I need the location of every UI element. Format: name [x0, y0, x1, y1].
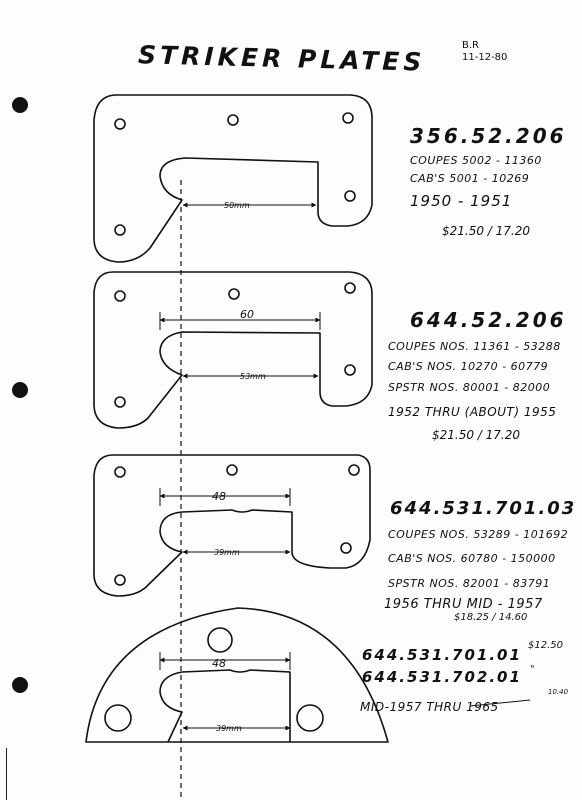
serial-range: COUPES 5002 - 11360 [410, 154, 542, 167]
plate-3-hole [340, 542, 352, 554]
price-note: $21.50 / 17.20 [442, 224, 531, 238]
plate-4-outline [85, 607, 389, 743]
year-range: MID-1957 THRU 1965 [360, 700, 499, 714]
author-initials: B.R 11-12-80 [462, 40, 507, 64]
plate-4-hole [296, 704, 324, 732]
serial-range: SPSTR NOS. 80001 - 82000 [388, 381, 551, 394]
dim-label-plate-4-bottom: 39mm [216, 724, 242, 733]
dim-label-plate-3-bottom: 39mm [214, 548, 240, 557]
part-number-4a: 644.531.701.01 [362, 646, 522, 664]
binder-hole-top [12, 97, 28, 113]
dim-label-plate-2-bottom: 53mm [240, 372, 266, 381]
plate-1-outline [93, 94, 373, 263]
part-number-3: 644.531.701.03 [390, 498, 577, 519]
dim-label-plate-2-top: 60 [240, 308, 254, 321]
plate-2-hole [344, 282, 356, 294]
part-number-1: 356.52.206 [410, 124, 567, 148]
binder-hole-bottom [12, 677, 28, 693]
plate-4-hole [104, 704, 132, 732]
plate-1-hole [227, 114, 239, 126]
serial-range: COUPES NOS. 53289 - 101692 [388, 528, 569, 541]
plate-2-hole [344, 364, 356, 376]
plate-1-hole [114, 224, 126, 236]
price-note: 10.40 [548, 688, 569, 696]
price-note: $18.25 / 14.60 [454, 612, 528, 623]
plate-1-hole [114, 118, 126, 130]
plate-2-hole [114, 290, 126, 302]
plate-4-slot [159, 669, 291, 743]
price-note: " [530, 664, 535, 675]
part-number-2: 644.52.206 [410, 308, 567, 332]
margin-rule [6, 748, 7, 800]
dim-label-plate-3-top: 48 [212, 490, 226, 503]
plate-3-hole [348, 464, 360, 476]
plate-2-hole [114, 396, 126, 408]
serial-range: SPSTR NOS. 82001 - 83791 [388, 577, 551, 590]
serial-range: CAB'S 5001 - 10269 [410, 172, 530, 185]
plate-3-hole [114, 466, 126, 478]
plate-3-outline [93, 454, 371, 597]
year-range: 1956 THRU MID - 1957 [384, 597, 543, 612]
part-number-4b: 644.531.702.01 [362, 668, 522, 686]
serial-range: CAB'S NOS. 60780 - 150000 [388, 552, 556, 565]
dim-label-plate-4-top: 48 [212, 657, 226, 670]
year-range: 1952 THRU (ABOUT) 1955 [388, 405, 557, 419]
dim-label-plate-1: 50mm [224, 201, 250, 210]
binder-hole-middle [12, 382, 28, 398]
initials-date: 11-12-80 [462, 52, 508, 63]
year-range: 1950 - 1951 [410, 192, 513, 210]
price-note: $12.50 [528, 640, 563, 651]
plate-3-hole [114, 574, 126, 586]
plate-1-hole [342, 112, 354, 124]
serial-range: CAB'S NOS. 10270 - 60779 [388, 360, 549, 373]
plate-2-outline [93, 271, 373, 429]
plate-3-hole [226, 464, 238, 476]
plate-1-hole [344, 190, 356, 202]
plate-2-hole [228, 288, 240, 300]
serial-range: COUPES NOS. 11361 - 53288 [388, 340, 561, 353]
plate-4-hole [207, 627, 233, 653]
initials-name: B.R [462, 40, 479, 51]
price-note: $21.50 / 17.20 [432, 428, 521, 442]
